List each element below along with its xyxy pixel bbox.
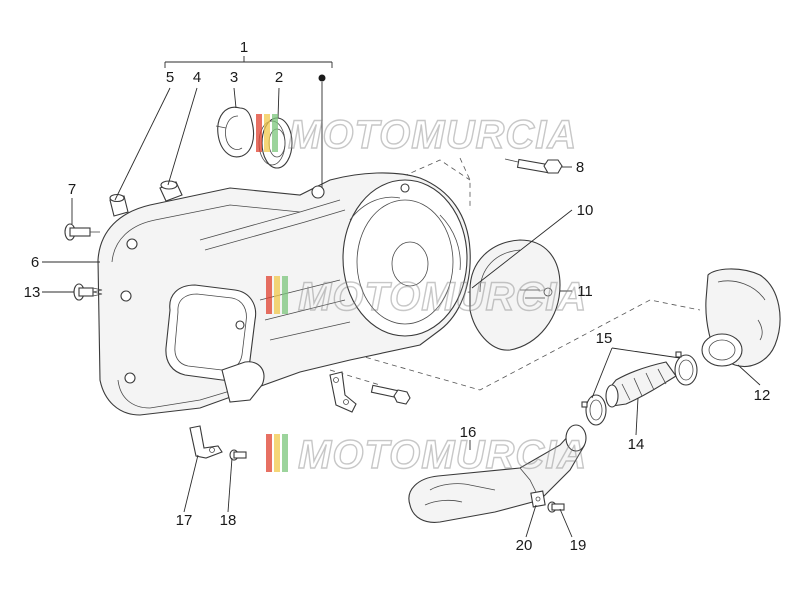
bracket-17 xyxy=(189,425,223,459)
callout-15: 15 xyxy=(596,330,613,347)
circlip-ring xyxy=(215,106,255,158)
watermark-text: MOTOMURCIA xyxy=(298,433,587,477)
leader-lines xyxy=(42,56,761,538)
watermark-stripe xyxy=(272,114,278,152)
watermark-stripe xyxy=(264,114,270,152)
callout-2: 2 xyxy=(275,69,283,86)
watermark-text: MOTOMURCIA xyxy=(288,113,577,157)
screw-7 xyxy=(64,223,100,241)
clip-20 xyxy=(530,490,546,508)
group-bullet xyxy=(318,74,326,82)
screw-13 xyxy=(73,283,103,301)
callout-6: 6 xyxy=(31,254,39,271)
dowel-pin xyxy=(109,193,129,217)
bolt-unlabeled xyxy=(370,384,411,405)
callout-8: 8 xyxy=(576,159,584,176)
callout-4: 4 xyxy=(193,69,201,86)
air-intake xyxy=(701,268,781,367)
watermark-stripe xyxy=(266,434,272,472)
callout-5: 5 xyxy=(166,69,174,86)
watermark-logo-middle: MOTOMURCIA xyxy=(266,274,587,320)
callout-20: 20 xyxy=(516,537,533,554)
callout-16: 16 xyxy=(460,424,477,441)
callout-7: 7 xyxy=(68,181,76,198)
callout-18: 18 xyxy=(220,512,237,529)
callout-14: 14 xyxy=(628,436,645,453)
callout-12: 12 xyxy=(754,387,771,404)
callout-19: 19 xyxy=(570,537,587,554)
watermark-stripe xyxy=(274,276,280,314)
watermark-stripe xyxy=(274,434,280,472)
callout-10: 10 xyxy=(577,202,594,219)
callout-17: 17 xyxy=(176,512,193,529)
hose-clamp-right xyxy=(674,351,698,386)
watermark-logo-bottom: MOTOMURCIA xyxy=(266,432,587,478)
watermark-logo-top: MOTOMURCIA xyxy=(256,112,577,158)
watermark-stripe xyxy=(282,276,288,314)
hose-clamp-left xyxy=(581,394,607,426)
screw-18 xyxy=(229,449,247,461)
bracket-plate xyxy=(329,371,357,413)
callout-13: 13 xyxy=(24,284,41,301)
bolt-8 xyxy=(504,158,563,174)
callout-3: 3 xyxy=(230,69,238,86)
watermark-stripe xyxy=(282,434,288,472)
cover-plate xyxy=(469,239,561,351)
bushing xyxy=(159,180,183,202)
callout-11: 11 xyxy=(577,283,593,300)
watermark-text: MOTOMURCIA xyxy=(298,275,587,319)
watermark-stripe xyxy=(256,114,262,152)
callout-1: 1 xyxy=(240,39,248,56)
screw-19 xyxy=(547,501,565,513)
watermark-stripe xyxy=(266,276,272,314)
callout-labels: 1 2 3 4 5 6 7 8 10 11 12 13 14 15 16 17 … xyxy=(24,39,771,554)
rubber-sleeve xyxy=(605,361,677,408)
